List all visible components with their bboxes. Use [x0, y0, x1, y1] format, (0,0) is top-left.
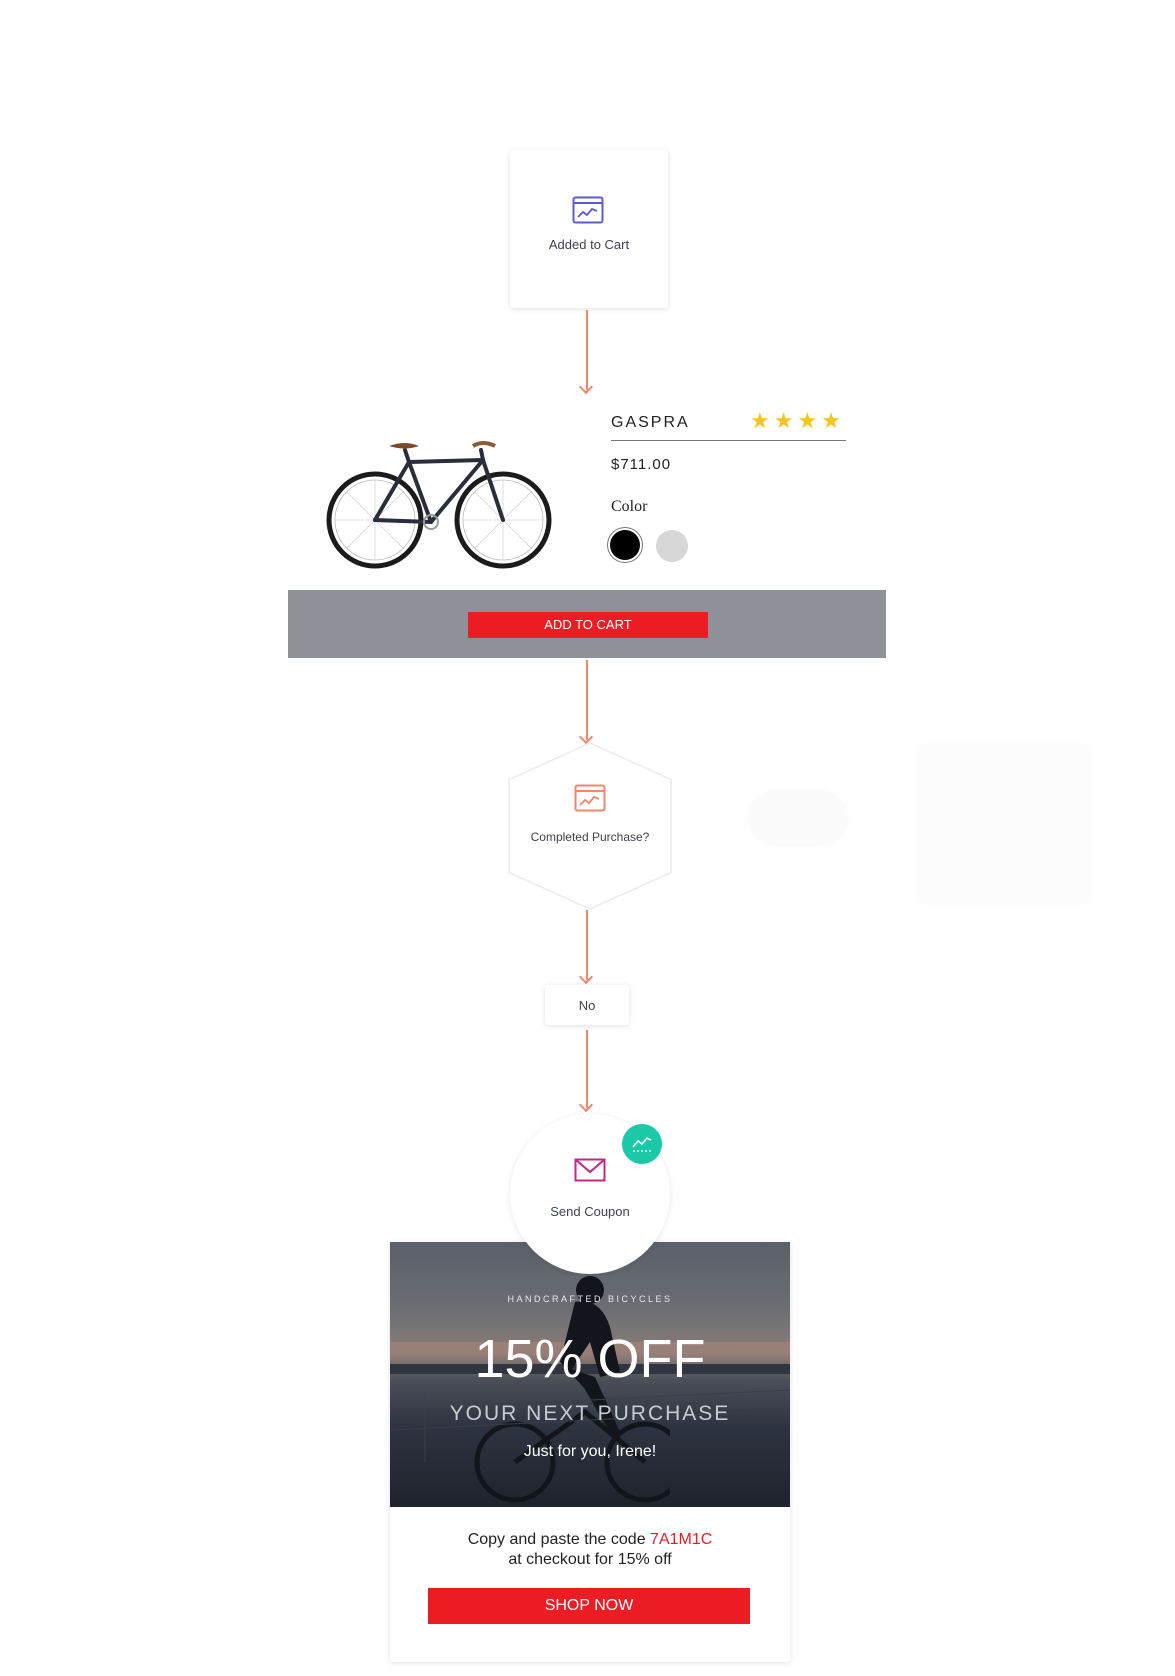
color-swatch-gray[interactable] [656, 530, 688, 562]
color-label: Color [611, 498, 648, 515]
flow-arrow-3 [586, 910, 588, 980]
trigger-label: Added to Cart [548, 237, 630, 252]
divider [611, 440, 846, 441]
product-price: $711.00 [611, 456, 672, 473]
star-icon: ★ [797, 408, 818, 433]
action-label: Send Coupon [550, 1204, 630, 1219]
coupon-code[interactable]: 7A1M1C [650, 1531, 713, 1548]
flow-arrow-1 [586, 310, 588, 390]
flow-arrow-2 [586, 660, 588, 740]
bicycle-image [326, 441, 552, 569]
copy-suffix-text: at checkout for 15% off [508, 1551, 672, 1568]
condition-label: Completed Purchase? [530, 830, 650, 844]
condition-node-completed-purchase[interactable]: Completed Purchase? [510, 744, 670, 908]
flow-arrow-4 [586, 1030, 588, 1108]
branch-label: No [578, 998, 596, 1013]
branch-node-no[interactable]: No [545, 985, 629, 1025]
trigger-node-added-to-cart[interactable]: Added to Cart [510, 150, 668, 308]
chart-window-icon [572, 196, 604, 224]
coupon-hero-image [390, 1242, 790, 1507]
coupon-headline: 15% OFF [474, 1329, 706, 1389]
star-icon: ★ [750, 408, 770, 433]
far-shore [390, 1364, 790, 1374]
chart-window-icon [574, 784, 606, 812]
coupon-personal-line: Just for you, Irene! [523, 1443, 657, 1460]
product-name: GASPRA [611, 414, 690, 431]
product-card: GASPRA ★★★★ $711.00 Color ADD TO CART [288, 390, 886, 658]
star-icon: ★ [821, 408, 841, 433]
coupon-subheadline: YOUR NEXT PURCHASE [449, 1402, 731, 1425]
fence [390, 1389, 790, 1462]
rating-stars: ★★★★ [746, 408, 841, 434]
color-swatch-black[interactable] [610, 530, 640, 560]
coupon-arc-text: HANDCRAFTED BICYCLES [507, 1294, 673, 1304]
ghost-pill [748, 790, 848, 846]
shop-now-button[interactable]: SHOP NOW [428, 1588, 750, 1624]
trend-chart-badge-icon[interactable] [622, 1124, 662, 1164]
coupon-instructions: Copy and paste the code 7A1M1C at checko… [390, 1530, 790, 1570]
add-to-cart-button[interactable]: ADD TO CART [468, 612, 708, 638]
envelope-icon [574, 1158, 606, 1182]
copy-prefix-text: Copy and paste the code [467, 1531, 651, 1548]
star-icon: ★ [773, 408, 794, 433]
ghost-card [918, 745, 1090, 903]
